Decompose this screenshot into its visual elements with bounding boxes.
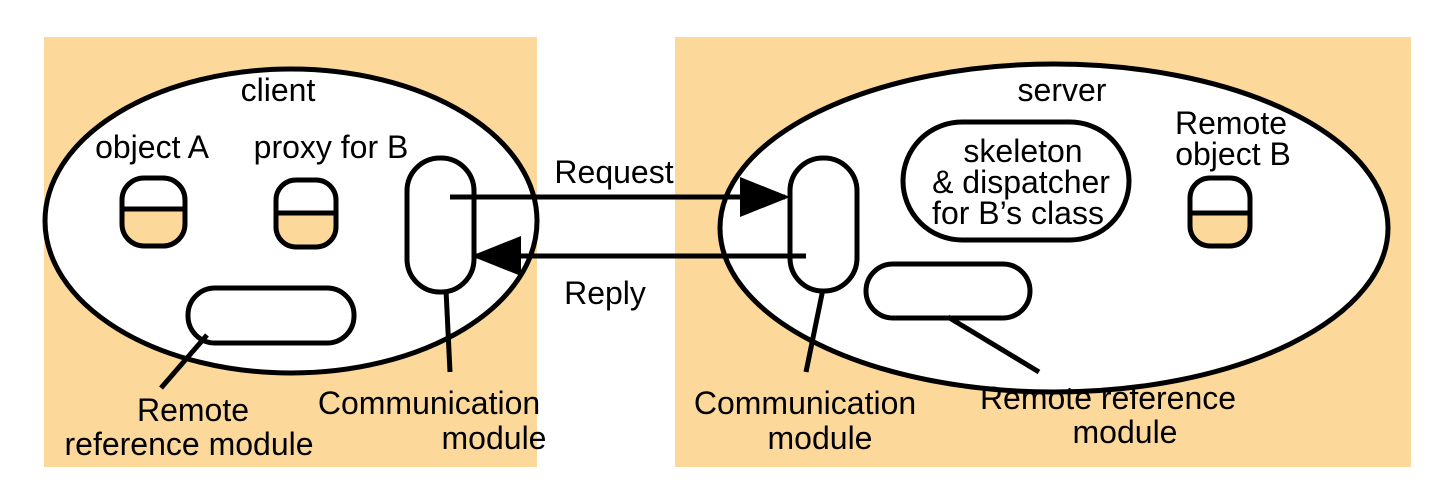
object-a-icon — [119, 175, 188, 249]
skeleton-label-3: for B’s class — [932, 195, 1104, 231]
client-remote-ref-label-1: Remote — [137, 392, 249, 428]
request-label: Request — [554, 154, 673, 190]
client-remote-ref-leader — [159, 333, 209, 390]
client-communication-module — [404, 155, 477, 295]
server-title: server — [1018, 72, 1107, 108]
server-remote-ref-leader — [946, 314, 1041, 375]
remote-object-label-2: object B — [1175, 136, 1291, 172]
reply-label: Reply — [564, 275, 646, 311]
server-remote-reference-module — [863, 261, 1033, 321]
server-comm-label-1: Communication — [694, 385, 916, 421]
skeleton-dispatcher — [900, 119, 1132, 243]
skeleton-label-1: skeleton — [963, 133, 1082, 169]
client-comm-leader — [443, 289, 453, 373]
client-comm-label-1: Communication — [318, 385, 540, 421]
client-remote-ref-label-2: reference module — [64, 426, 313, 462]
proxy-for-b-icon — [273, 177, 339, 250]
client-comm-label-2: module — [442, 420, 547, 456]
server-communication-module — [787, 155, 860, 294]
server-comm-leader — [803, 288, 826, 373]
client-title: client — [241, 72, 316, 108]
server-comm-label-2: module — [768, 420, 873, 456]
object-a-label: object A — [95, 129, 210, 165]
server-remote-ref-label-2: module — [1073, 414, 1178, 450]
remote-object-label-1: Remote — [1175, 105, 1287, 141]
proxy-label: proxy for B — [254, 129, 409, 165]
remote-object-b-icon — [1187, 175, 1253, 249]
skeleton-label-2: & dispatcher — [932, 164, 1110, 200]
client-remote-reference-module — [185, 285, 357, 346]
server-remote-ref-label-1: Remote reference — [980, 380, 1236, 416]
